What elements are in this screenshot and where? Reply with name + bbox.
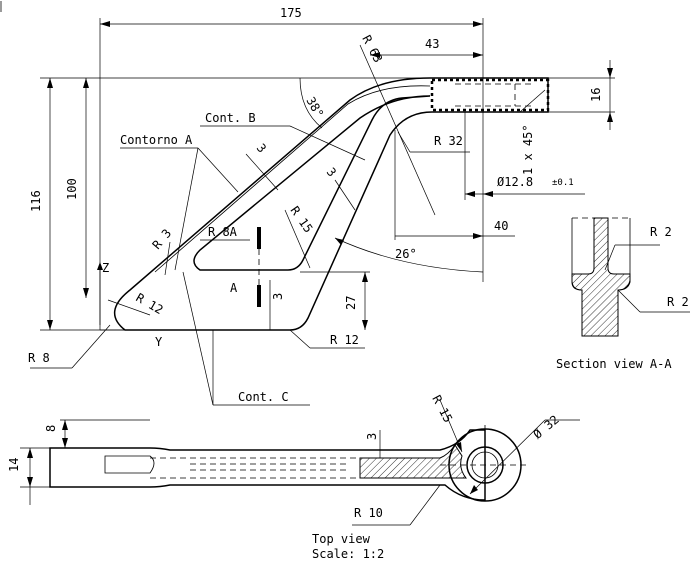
label-contorno-a: Contorno A: [120, 133, 193, 147]
dim-27: 27: [344, 296, 358, 310]
section-marker-bottom: [257, 285, 261, 307]
label-cont-c: Cont. C: [238, 390, 289, 404]
axis-y-label: Y: [155, 335, 163, 349]
hidden-bore-inner: [455, 83, 535, 107]
dim-175: 175: [280, 6, 302, 20]
top-view-hatch: [359, 444, 468, 479]
dim-diameter-32: Ø 32: [531, 412, 562, 441]
section-marker-top: [257, 227, 261, 249]
dim-angle-26: 26°: [395, 247, 417, 261]
rib-line: [154, 85, 431, 273]
dim-r2a: R 2: [650, 225, 672, 239]
dim-16: 16: [589, 88, 603, 102]
section-hatch-web: [571, 217, 631, 337]
axis-z-label: Z: [102, 261, 109, 275]
section-view-aa: R 2 R 2 Section view A-A: [556, 217, 690, 371]
dim-r32: R 32: [434, 134, 463, 148]
dim-thickness-3d: 3: [365, 433, 379, 440]
dim-r8: R 8: [28, 351, 50, 365]
dim-thickness-3a: 3: [254, 141, 269, 156]
dim-r10: R 10: [354, 506, 383, 520]
label-cont-b: Cont. B: [205, 111, 256, 125]
dim-diameter-12-8: Ø12.8: [497, 175, 533, 189]
dim-r15a: R 15: [288, 204, 316, 236]
dim-r63: R 63: [359, 33, 385, 65]
dim-angle-38: 38°: [303, 95, 326, 121]
section-view-title: Section view A-A: [556, 357, 672, 371]
dim-r12b: R 12: [330, 333, 359, 347]
dim-r12a: R 12: [134, 290, 166, 317]
dim-r3: R 3: [150, 226, 175, 252]
dim-100: 100: [65, 178, 79, 200]
dim-tolerance: ±0.1: [552, 178, 574, 188]
dim-40: 40: [494, 219, 508, 233]
dim-43: 43: [425, 37, 439, 51]
dim-thickness-3c: 3: [271, 293, 285, 300]
inner-cutout: [193, 95, 431, 271]
dim-r15b: R 15: [429, 393, 455, 425]
dim-116: 116: [29, 190, 43, 212]
top-view: 8 14 3 R 15 Ø 32 R 10 Top view Scale: 1:…: [7, 393, 580, 561]
dim-chamfer: 1 x 45°: [521, 124, 535, 175]
top-view-title: Top view: [312, 532, 371, 546]
dim-r8a: R 8A: [208, 225, 238, 239]
dim-thickness-3b: 3: [324, 165, 339, 180]
scale-label: Scale: 1:2: [312, 547, 384, 561]
dim-r2b: R 2: [667, 295, 689, 309]
dim-8: 8: [44, 425, 58, 432]
front-dimensions: 175 43 16 116 100 27 40: [28, 6, 615, 406]
dim-14: 14: [7, 458, 21, 472]
section-marker-label: A: [230, 281, 238, 295]
hidden-bore: [430, 78, 550, 112]
